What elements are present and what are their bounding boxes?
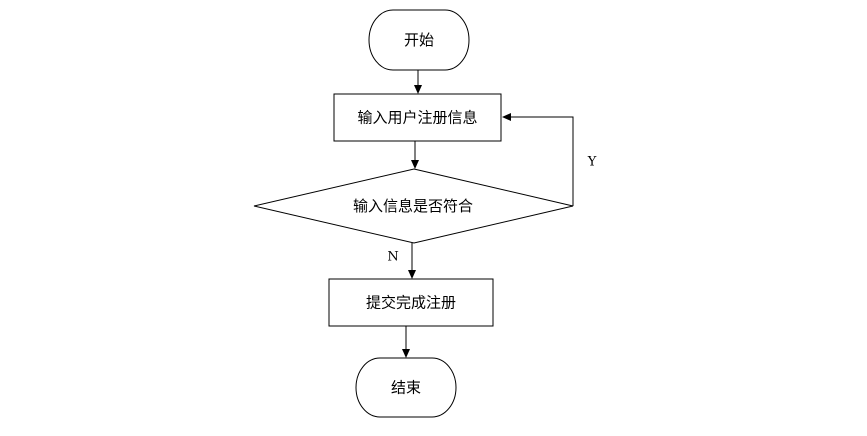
end-terminal-shape	[355, 357, 457, 418]
edge-submit-to-end	[402, 326, 410, 358]
no-label: N	[387, 250, 398, 265]
end-label: 结束	[391, 379, 421, 397]
start-label: 开始	[404, 31, 434, 49]
submit-box	[328, 278, 494, 327]
check-info-node: 输入信息是否符合	[253, 168, 574, 244]
input-info-label: 输入用户注册信息	[357, 109, 477, 127]
arrowhead	[502, 113, 511, 121]
submit-label: 提交完成注册	[366, 294, 456, 312]
edge-start-to-input	[414, 70, 422, 94]
edge-input-to-check	[411, 141, 419, 169]
arrowhead	[414, 85, 422, 94]
yes-label: Y	[587, 155, 597, 170]
arrowhead	[408, 270, 416, 279]
check-info-diamond	[253, 168, 574, 244]
edge-check-to-input-yes: Y	[502, 113, 597, 206]
start-terminal-shape	[368, 9, 470, 71]
end-node: 结束	[355, 357, 457, 418]
input-info-node: 输入用户注册信息	[333, 93, 502, 142]
submit-node: 提交完成注册	[328, 278, 494, 327]
check-info-label: 输入信息是否符合	[353, 197, 473, 215]
arrowhead	[411, 160, 419, 169]
input-info-box	[333, 93, 502, 142]
arrowhead	[402, 349, 410, 358]
edge-check-to-submit-no: N	[387, 243, 416, 279]
start-node: 开始	[368, 9, 470, 71]
